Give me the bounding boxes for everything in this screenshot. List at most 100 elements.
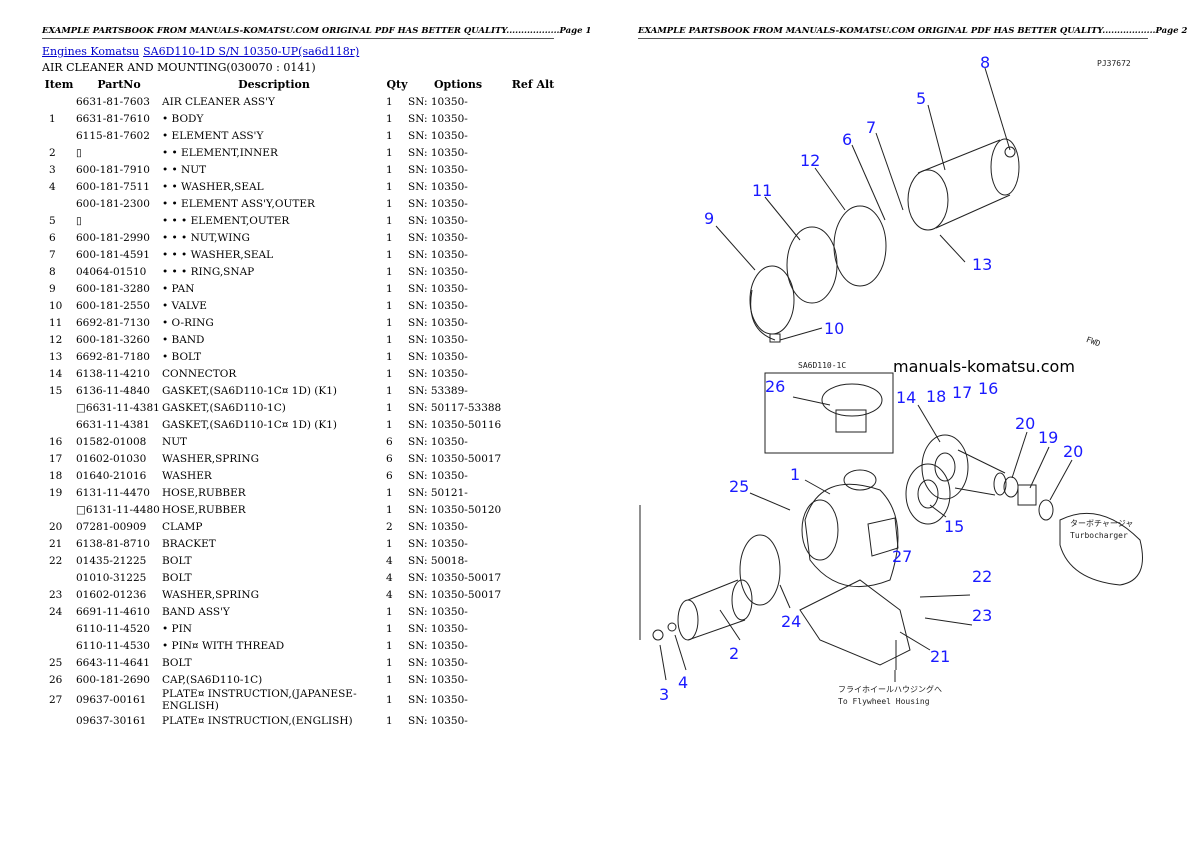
item-cell: 18 [49,469,63,482]
description-cell: • BOLT [162,350,202,363]
col-ref-alt: Ref Alt [511,78,555,91]
qty-cell: 1 [386,418,393,431]
qty-cell: 1 [386,180,393,193]
page2-header: EXAMPLE PARTSBOOK FROM MANUALS-KOMATSU.C… [638,26,1187,39]
options-cell: SN: 10350- [408,197,468,210]
col-options: Options [433,78,483,91]
callout-20: 20 [1063,442,1083,461]
breadcrumb-link-model[interactable]: SA6D110-1D S/N 10350-UP(sa6d118r) [143,45,360,58]
item-cell [42,195,76,212]
partno-cell: 6138-11-4210 [76,367,150,380]
qty-cell: 1 [386,384,393,397]
callout-9: 9 [704,209,714,228]
options-cell: SN: 10350- [408,248,468,261]
partno-cell: 6131-11-4470 [76,486,150,499]
table-header-row: Item PartNo Description Qty Options Ref … [42,76,558,93]
description-cell: HOSE,RUBBER [162,486,246,499]
options-cell: SN: 10350- [408,129,468,142]
partno-cell: □6131-11-4480 [76,503,160,516]
qty-cell: 1 [386,694,393,706]
description-cell: AIR CLEANER ASS'Y [162,95,275,108]
callout-15: 15 [944,517,964,536]
options-cell: SN: 53389- [408,384,468,397]
options-cell: SN: 10350-50120 [408,503,502,516]
drawing-code: PJ37672 [1097,59,1131,68]
description-cell: • • ELEMENT,INNER [162,146,278,159]
ref-alt-cell [508,280,558,297]
partno-cell: 04064-01510 [76,265,147,278]
description-cell: CAP,(SA6D110-1C) [162,673,263,686]
item-cell: 15 [49,384,63,397]
callout-1: 1 [790,465,800,484]
description-cell: CLAMP [162,520,203,533]
qty-cell: 1 [386,299,393,312]
item-cell: 2 [49,146,56,159]
inset-label: SA6D110-1C [798,361,846,370]
options-cell: SN: 10350- [408,95,468,108]
qty-cell: 1 [386,95,393,108]
options-cell: SN: 10350- [408,350,468,363]
qty-cell: 1 [386,622,393,635]
description-cell: WASHER,SPRING [162,452,259,465]
description-cell: • • • ELEMENT,OUTER [162,214,290,227]
page1-header: EXAMPLE PARTSBOOK FROM MANUALS-KOMATSU.C… [42,26,591,39]
partno-cell: 01602-01236 [76,588,147,601]
description-cell: • • WASHER,SEAL [162,180,264,193]
options-cell: SN: 10350- [408,656,468,669]
ref-alt-cell [508,416,558,433]
qty-cell: 6 [386,452,393,465]
item-cell: 23 [49,588,63,601]
callout-8: 8 [980,53,990,72]
ref-alt-cell [508,450,558,467]
partno-cell: 6115-81-7602 [76,129,150,142]
qty-cell: 1 [386,350,393,363]
qty-cell: 1 [386,163,393,176]
options-cell: SN: 10350- [408,673,468,686]
options-cell: SN: 10350- [408,520,468,533]
ref-alt-cell [508,331,558,348]
partno-cell: □6631-11-4381 [76,401,160,414]
options-cell: SN: 50121- [408,486,468,499]
qty-cell: 1 [386,197,393,210]
table-row: 6631-81-7603 AIR CLEANER ASS'Y 1 SN: 10350- [42,93,558,110]
callout-23: 23 [972,606,992,625]
description-cell: • VALVE [162,299,207,312]
ref-alt-cell [508,93,558,110]
item-cell [42,637,76,654]
breadcrumb-link-engines[interactable]: Engines Komatsu [42,45,140,58]
qty-cell: 1 [386,714,393,727]
qty-cell: 1 [386,112,393,125]
qty-cell: 2 [386,520,393,533]
callout-11: 11 [752,181,772,200]
description-cell: WASHER,SPRING [162,588,259,601]
qty-cell: 1 [386,265,393,278]
item-cell: 26 [49,673,63,686]
partno-cell: 600-181-7910 [76,163,150,176]
partno-cell: 6631-81-7603 [76,95,150,108]
callout-21: 21 [930,647,950,666]
item-cell [42,712,76,729]
qty-cell: 1 [386,401,393,414]
item-cell: 9 [49,282,56,295]
options-cell: SN: 10350- [408,214,468,227]
item-cell: 6 [49,231,56,244]
item-cell [42,501,76,518]
options-cell: SN: 10350- [408,265,468,278]
qty-cell: 1 [386,605,393,618]
qty-cell: 1 [386,214,393,227]
callout-25: 25 [729,477,749,496]
item-cell: 17 [49,452,63,465]
options-cell: SN: 10350- [408,605,468,618]
col-description: Description [238,78,310,91]
partno-cell: 01640-21016 [76,469,147,482]
